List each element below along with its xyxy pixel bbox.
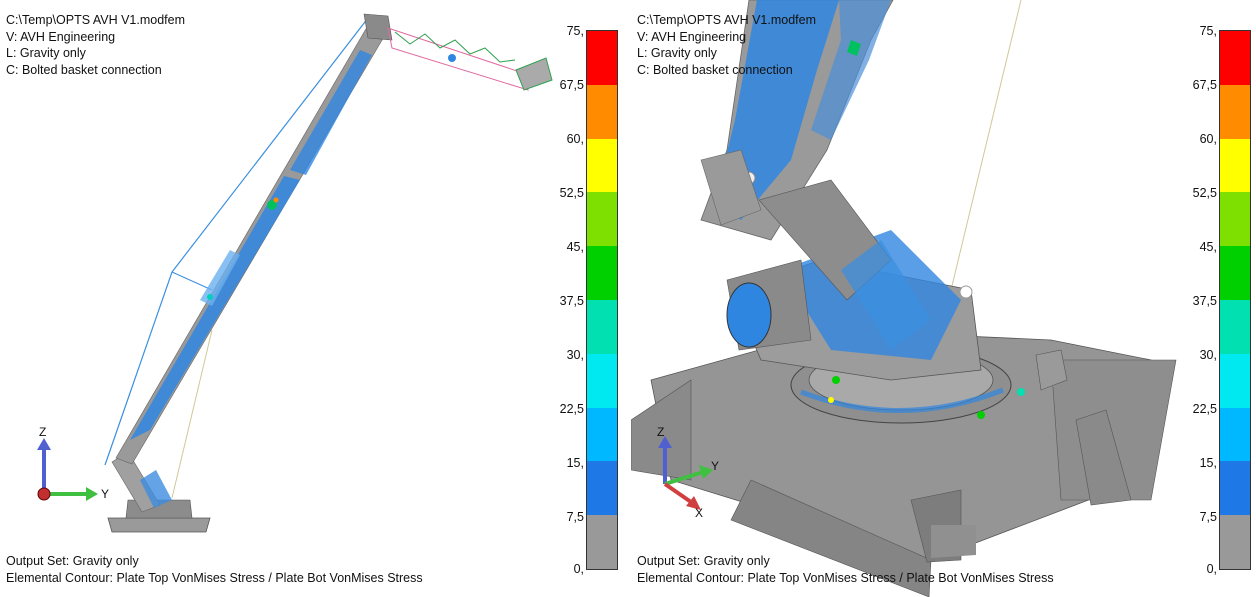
view-name: V: AVH Engineering [6, 29, 116, 44]
legend-swatch-orange [587, 84, 617, 139]
output-set: Output Set: Gravity only [6, 554, 139, 568]
pivot-bore [726, 282, 772, 348]
load-case: L: Gravity only [637, 46, 717, 60]
crane-base [107, 517, 211, 533]
legend-label-2: 67,5 [1192, 78, 1217, 92]
basket [515, 57, 553, 91]
legend-label-3: 60, [566, 132, 584, 146]
legend-swatch-green [587, 246, 617, 300]
jib-truss [387, 27, 529, 91]
triad-z-label: Z [39, 425, 47, 439]
view-name: V: AVH Engineering [637, 29, 747, 44]
legend-label-10: 7,5 [566, 510, 584, 524]
viewport-divider [628, 0, 631, 597]
support-leg [1075, 409, 1132, 506]
legend-label-9: 15, [1199, 456, 1217, 470]
legend-swatch-grey [1220, 515, 1250, 569]
triad-y-label: Y [101, 487, 110, 501]
x-axis-arrow [663, 482, 693, 504]
contour-description: Elemental Contour: Plate Top VonMises St… [6, 570, 423, 585]
legend-label-5: 45, [566, 240, 584, 254]
legend-swatch-green [1220, 246, 1250, 300]
constraint-set: C: Bolted basket connection [6, 62, 162, 77]
legend-label-8: 22,5 [559, 402, 584, 416]
legend-swatch-lime [587, 192, 617, 247]
output-info-footer: Output Set: Gravity only Elemental Conto… [6, 553, 423, 586]
stress-color-legend: 75, 67,5 60, 52,5 45, 37,5 30, 22,5 15, … [558, 24, 628, 584]
legend-label-1: 75, [1199, 24, 1217, 38]
hoist-rope [950, 0, 1022, 291]
legend-label-9: 15, [566, 456, 584, 470]
legend-swatch-red [1220, 31, 1250, 85]
triad-z-label: Z [657, 425, 665, 439]
legend-swatch-skyblue [1220, 407, 1250, 462]
legend-swatch-red [587, 31, 617, 85]
y-axis-arrow [664, 470, 704, 486]
legend-label-5: 45, [1199, 240, 1217, 254]
legend-label-10: 7,5 [1199, 510, 1217, 524]
legend-swatch-cyan [1220, 353, 1250, 408]
legend-swatch-yellow [587, 138, 617, 193]
cable-line [104, 17, 369, 466]
stress-color-legend: 75, 67,5 60, 52,5 45, 37,5 30, 22,5 15, … [1191, 24, 1256, 584]
legend-label-6: 37,5 [559, 294, 584, 308]
load-case: L: Gravity only [6, 46, 86, 60]
x-axis-dot [37, 487, 51, 501]
left-viewport[interactable]: Z Y C:\Temp\OPTS AVH V1.modfem V: AVH En… [0, 0, 628, 597]
legend-label-6: 37,5 [1192, 294, 1217, 308]
triad-x-label: X [695, 506, 704, 520]
legend-label-7: 30, [1199, 348, 1217, 362]
right-viewport[interactable]: Z Y X C:\Temp\OPTS AVH V1.modfem V: AVH … [631, 0, 1256, 597]
legend-swatch-cyan [587, 353, 617, 408]
legend-swatch-skyblue [587, 407, 617, 462]
legend-swatch-teal [587, 300, 617, 354]
legend-label-1: 75, [566, 24, 584, 38]
constraint-set: C: Bolted basket connection [637, 62, 793, 77]
contour-description: Elemental Contour: Plate Top VonMises St… [637, 570, 1054, 585]
triad-y-label: Y [711, 459, 720, 473]
support-rope [171, 329, 213, 499]
legend-label-11: 0, [573, 562, 584, 576]
legend-swatch-grey [587, 515, 617, 569]
legend-bar [586, 30, 618, 570]
legend-label-2: 67,5 [559, 78, 584, 92]
cable-line [171, 271, 213, 291]
boom-tip-joint [363, 13, 393, 41]
model-file-path: C:\Temp\OPTS AVH V1.modfem [637, 13, 816, 27]
output-set: Output Set: Gravity only [637, 554, 770, 568]
slewing-base-detail-view [631, 0, 1177, 597]
boom-model-full-view [37, 13, 553, 533]
legend-swatch-blue [587, 461, 617, 516]
legend-swatch-lime [1220, 192, 1250, 247]
legend-label-8: 22,5 [1192, 402, 1217, 416]
legend-label-4: 52,5 [1192, 186, 1217, 200]
legend-label-7: 30, [566, 348, 584, 362]
model-info-header: C:\Temp\OPTS AVH V1.modfem V: AVH Engine… [637, 12, 816, 78]
legend-swatch-orange [1220, 84, 1250, 139]
output-info-footer: Output Set: Gravity only Elemental Conto… [637, 553, 1054, 586]
legend-bar [1219, 30, 1251, 570]
hydraulic-housing [700, 149, 762, 226]
legend-swatch-teal [1220, 300, 1250, 354]
model-file-path: C:\Temp\OPTS AVH V1.modfem [6, 13, 185, 27]
legend-label-4: 52,5 [559, 186, 584, 200]
legend-label-11: 0, [1206, 562, 1217, 576]
legend-swatch-blue [1220, 461, 1250, 516]
model-info-header: C:\Temp\OPTS AVH V1.modfem V: AVH Engine… [6, 12, 185, 78]
legend-label-3: 60, [1199, 132, 1217, 146]
legend-swatch-yellow [1220, 138, 1250, 193]
